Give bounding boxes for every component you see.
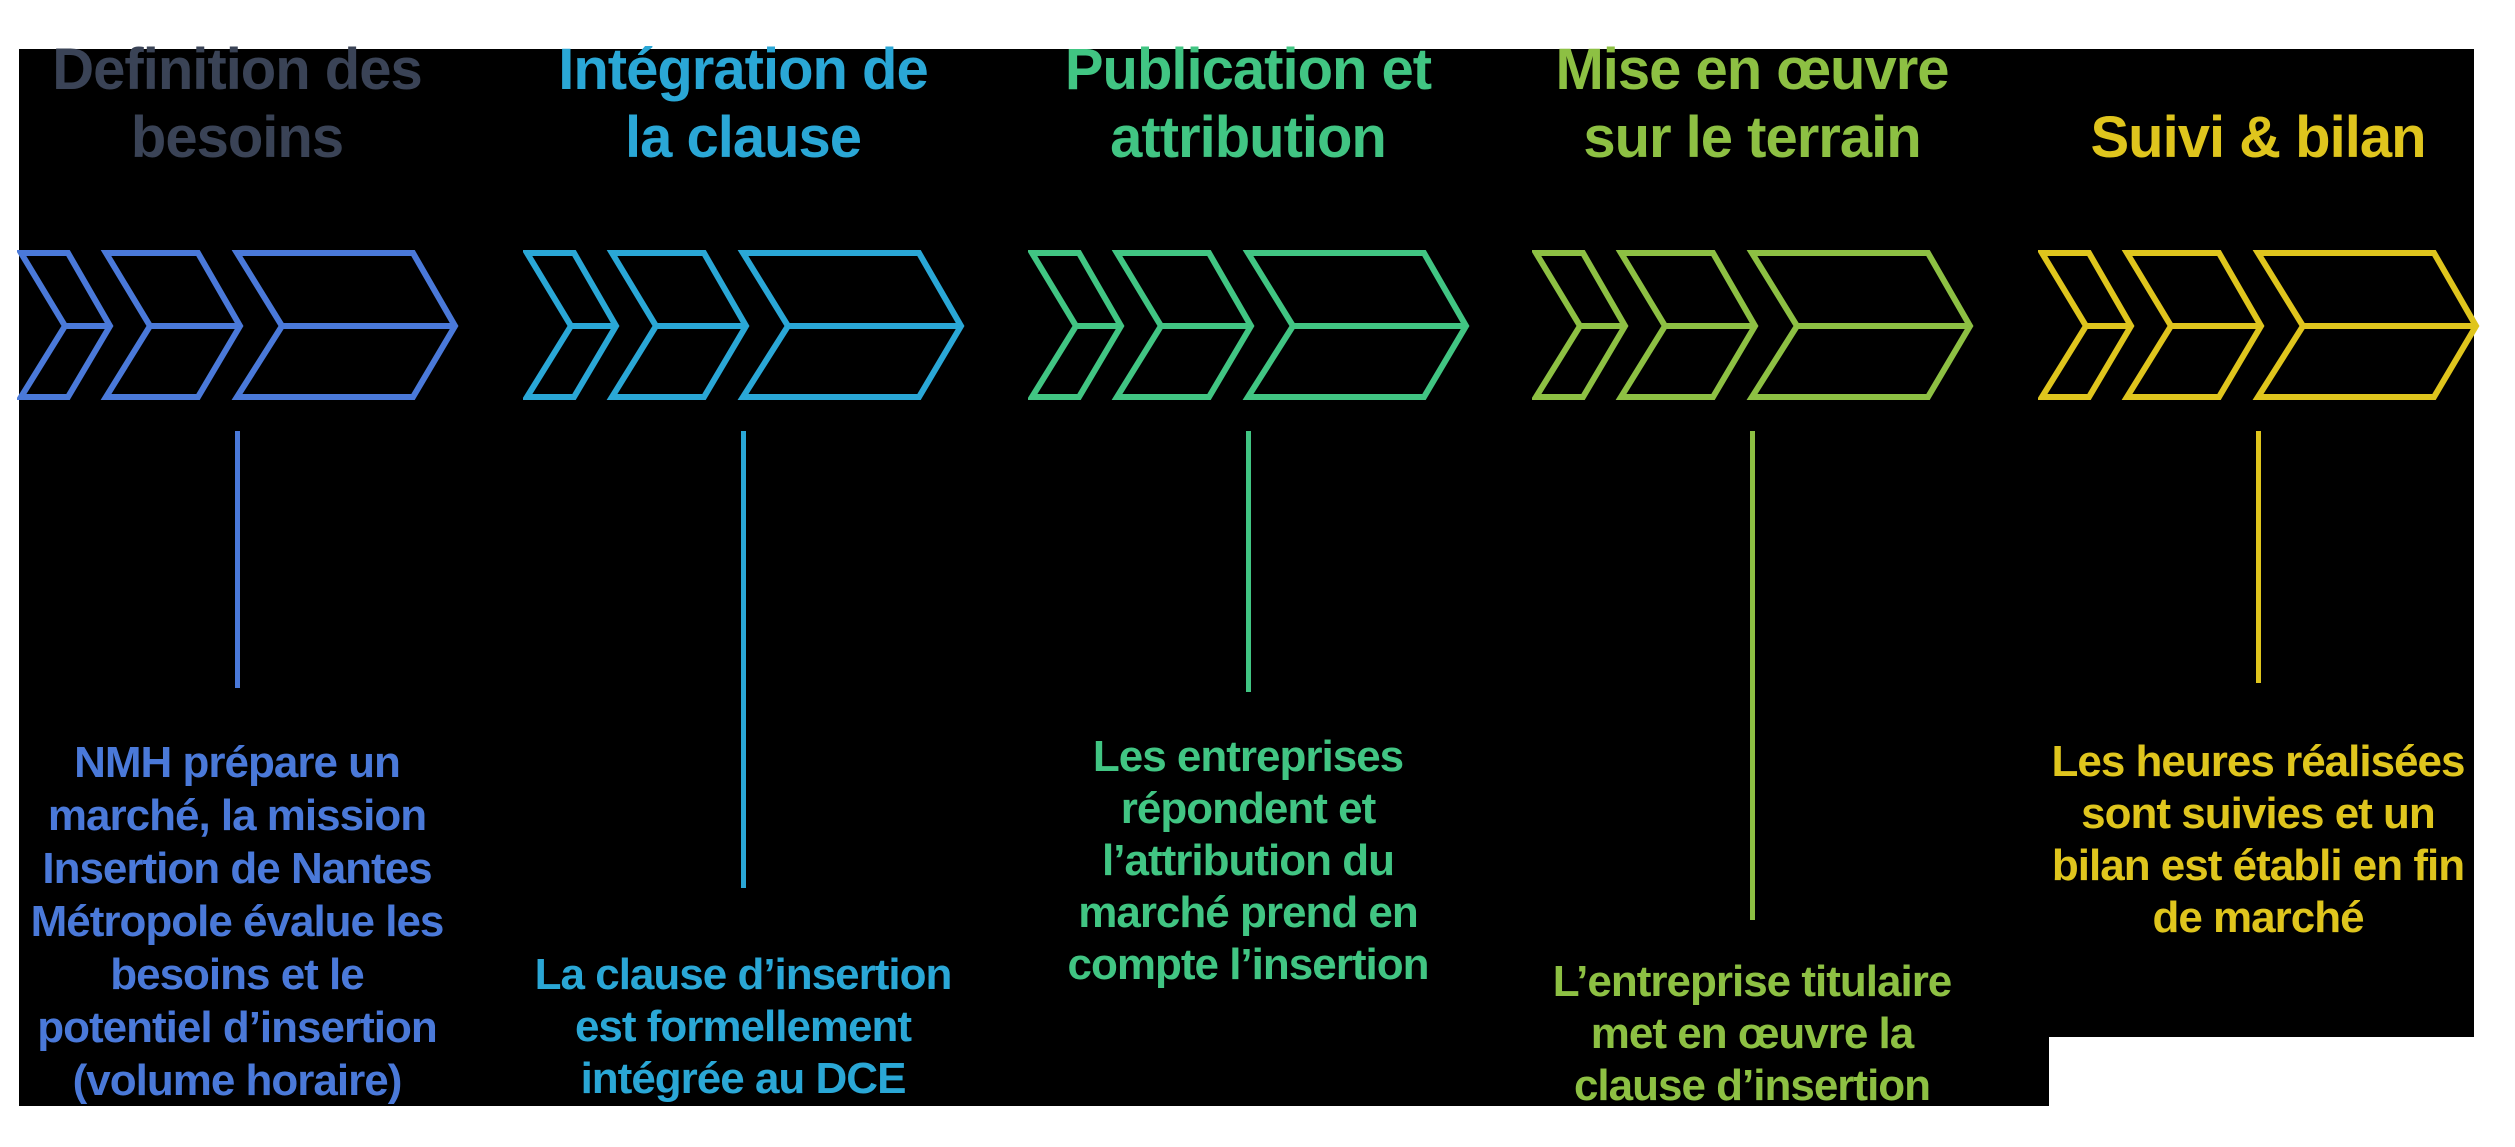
step-title: Definition des besoins [52,37,422,170]
step-description: L’entreprise titulaire met en œuvre la c… [1552,957,1953,1110]
background-panel-extension [19,49,2049,1106]
step-description: Les entreprises répondent et l’attributi… [1067,732,1430,989]
step-description: La clause d’insertion est formellement i… [534,950,953,1103]
triple-chevron-icon [1028,250,1470,400]
step-description: NMH prépare un marché, la mission Insert… [30,738,445,1105]
connector-line [740,431,746,888]
step-title: Intégration de la clause [558,37,928,170]
step-mise-en-oeuvre-sur-le-terrain: Mise en œuvre sur le terrain L’entrepris… [1502,0,2002,1147]
connector-line [234,431,240,688]
step-title: Mise en œuvre sur le terrain [1555,37,1949,170]
step-suivi-et-bilan: Suivi & bilan Les heures réalisées sont … [2008,0,2508,1147]
triple-chevron-icon [17,250,459,400]
step-title: Publication et attribution [1064,37,1432,170]
step-publication-et-attribution: Publication et attribution Les entrepris… [998,0,1498,1147]
triple-chevron-icon [2038,250,2480,400]
connector-line [1245,431,1251,692]
triple-chevron-icon [523,250,965,400]
triple-chevron-icon [1532,250,1974,400]
step-integration-de-la-clause: Intégration de la clause La clause d’ins… [493,0,993,1147]
connector-line [1749,431,1755,920]
step-description: Les heures réalisées sont suivies et un … [2051,737,2466,942]
step-definition-des-besoins: Definition des besoins NMH prépare un ma… [0,0,487,1147]
step-title: Suivi & bilan [2090,105,2426,170]
connector-line [2255,431,2261,683]
